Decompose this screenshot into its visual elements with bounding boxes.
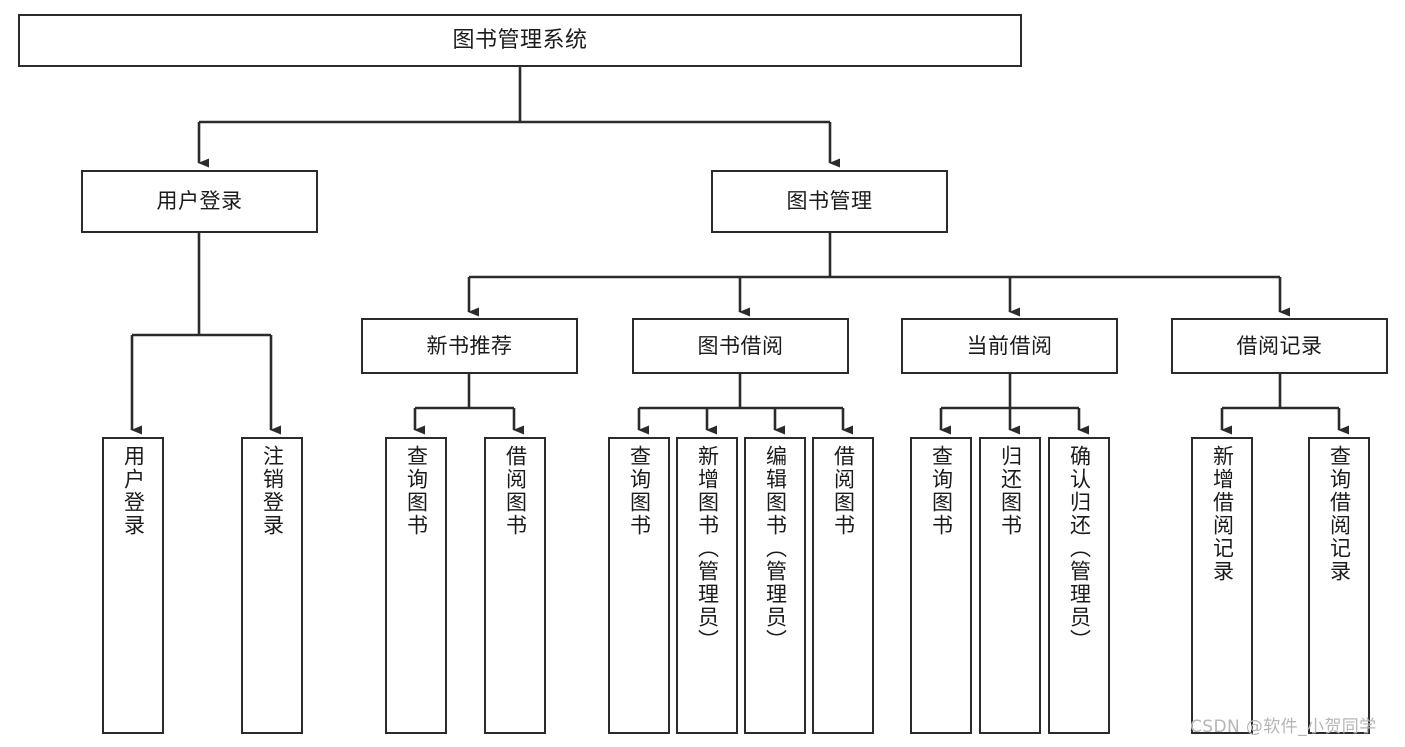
node-label: 归还图书: [998, 445, 1023, 537]
node-borrow-record[interactable]: 借阅记录: [1171, 318, 1388, 374]
leaf-book-borrow-borrow[interactable]: 借阅图书: [812, 437, 874, 734]
node-label: 查询图书: [929, 445, 954, 537]
node-label: 用户登录: [121, 445, 146, 537]
node-label: 借阅图书: [503, 445, 528, 537]
leaf-borrow-record-add[interactable]: 新增借阅记录: [1191, 437, 1253, 734]
leaf-book-borrow-query[interactable]: 查询图书: [608, 437, 670, 734]
node-label: 借阅记录: [1236, 333, 1323, 358]
leaf-borrow-record-query[interactable]: 查询借阅记录: [1308, 437, 1370, 734]
leaf-user-login-login[interactable]: 用户登录: [102, 437, 164, 734]
node-current-borrow[interactable]: 当前借阅: [901, 318, 1118, 374]
node-label: 确认归还（管理员）: [1067, 445, 1092, 652]
node-label: 借阅图书: [831, 445, 856, 537]
node-label: 查询借阅记录: [1327, 445, 1352, 583]
node-book-management[interactable]: 图书管理: [711, 170, 948, 233]
leaf-current-borrow-query[interactable]: 查询图书: [910, 437, 972, 734]
node-label: 查询图书: [404, 445, 429, 537]
node-root-system[interactable]: 图书管理系统: [18, 14, 1022, 67]
leaf-book-borrow-edit-admin[interactable]: 编辑图书（管理员）: [744, 437, 806, 734]
node-label: 注销登录: [260, 445, 285, 537]
leaf-current-borrow-return[interactable]: 归还图书: [979, 437, 1041, 734]
leaf-new-book-borrow[interactable]: 借阅图书: [484, 437, 546, 734]
node-label: 用户登录: [156, 189, 243, 214]
leaf-book-borrow-add-admin[interactable]: 新增图书（管理员）: [676, 437, 738, 734]
node-label: 图书借阅: [697, 333, 784, 358]
node-label: 新书推荐: [426, 333, 513, 358]
node-label: 图书管理系统: [452, 27, 588, 53]
node-label: 图书管理: [786, 189, 873, 214]
leaf-new-book-query[interactable]: 查询图书: [385, 437, 447, 734]
leaf-current-borrow-confirm-admin[interactable]: 确认归还（管理员）: [1048, 437, 1110, 734]
node-label: 新增图书（管理员）: [695, 445, 720, 652]
node-label: 当前借阅: [966, 333, 1053, 358]
node-book-borrow[interactable]: 图书借阅: [632, 318, 849, 374]
node-new-book-recommend[interactable]: 新书推荐: [361, 318, 578, 374]
node-label: 查询图书: [627, 445, 652, 537]
csdn-watermark: CSDN @软件_小贺同学: [1190, 717, 1377, 737]
node-user-login[interactable]: 用户登录: [81, 170, 318, 233]
leaf-user-login-logout[interactable]: 注销登录: [241, 437, 303, 734]
node-label: 编辑图书（管理员）: [763, 445, 788, 652]
node-label: 新增借阅记录: [1210, 445, 1235, 583]
